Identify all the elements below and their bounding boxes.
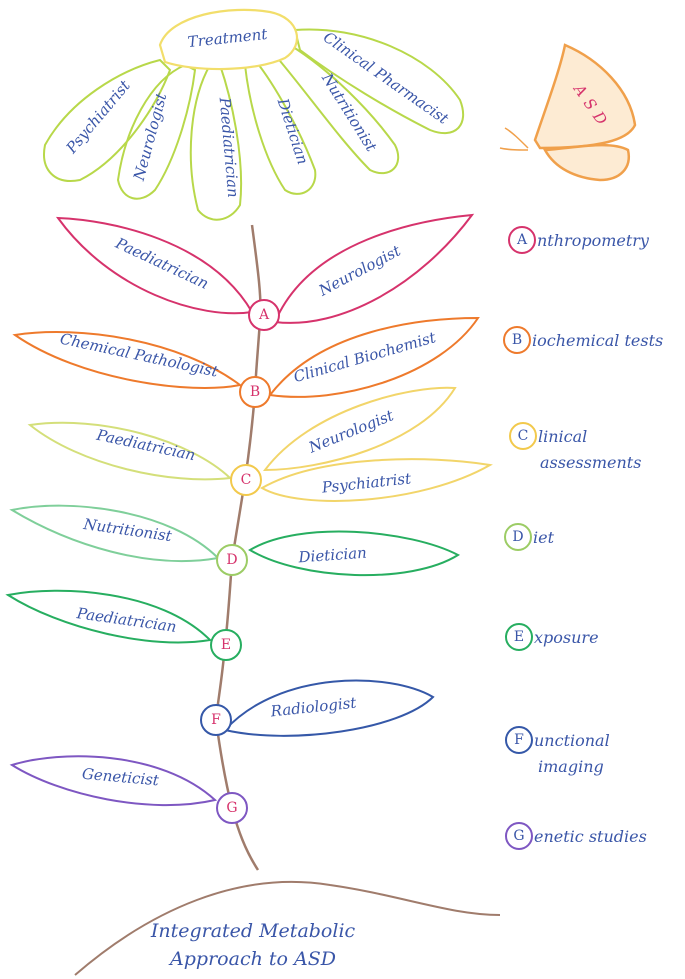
- legend-d-letter: D: [512, 529, 523, 545]
- petal-nutritionist: [273, 43, 400, 175]
- legend-f-text-2: imaging: [538, 757, 604, 776]
- legend-item-d: D iet: [504, 523, 555, 551]
- legend-e-letter: E: [514, 629, 524, 645]
- ground-label-line2: Approach to ASD: [168, 948, 336, 970]
- node-b-letter: B: [250, 384, 260, 400]
- node-d-letter: D: [226, 552, 237, 568]
- node-g-letter: G: [226, 800, 237, 816]
- legend-c-text: linical: [538, 427, 587, 446]
- leaf-c-right-upper: [262, 386, 457, 472]
- leaf-d-left-label: Nutritionist: [81, 515, 173, 545]
- butterfly-antenna: [499, 127, 529, 151]
- leaf-c-right-upper-label: Neurologist: [305, 406, 397, 457]
- leaf-a-left-label: Paediatrician: [112, 234, 211, 293]
- petal-paediatrician: [189, 64, 243, 221]
- leaf-b-left-label: Chemical Pathologist: [58, 330, 220, 381]
- legend-a-letter: A: [516, 232, 528, 248]
- legend-g-letter: G: [513, 828, 524, 844]
- legend-c-letter: C: [518, 428, 529, 444]
- leaf-e-left: [5, 589, 213, 644]
- legend-g-text: enetic studies: [534, 827, 647, 846]
- flower-center: [158, 8, 299, 71]
- legend-item-f: F unctional imaging: [505, 726, 610, 776]
- leaf-g-left: [9, 755, 218, 807]
- legend-e-text: xposure: [534, 628, 599, 647]
- node-f: F: [200, 704, 232, 736]
- petal-clinical-pharmacist: [293, 28, 465, 135]
- legend-item-b: B iochemical tests: [503, 326, 663, 354]
- leaf-c-left: [27, 421, 233, 481]
- petal-label-dietician: Dietician: [273, 95, 312, 166]
- legend: A nthropometry B iochemical tests C lini…: [503, 226, 663, 850]
- leaf-c-right-lower: [259, 458, 493, 502]
- ground-label-line1: Integrated Metabolic: [150, 920, 356, 942]
- node-c-letter: C: [241, 472, 252, 488]
- legend-item-a: A nthropometry: [508, 226, 650, 254]
- node-c: C: [230, 464, 262, 496]
- legend-item-g: G enetic studies: [505, 822, 647, 850]
- legend-c-text-2: assessments: [540, 453, 641, 472]
- butterfly-lower-wing: [542, 143, 631, 182]
- node-g: G: [216, 792, 248, 824]
- node-a-letter: A: [258, 307, 270, 323]
- petal-label-neurologist: Neurologist: [130, 90, 171, 183]
- node-e: E: [210, 629, 242, 661]
- leaf-g-left-label: Geneticist: [81, 765, 160, 790]
- legend-item-e: E xposure: [505, 623, 599, 651]
- leaf-c-left-label: Paediatrician: [94, 426, 197, 465]
- legend-b-letter: B: [512, 332, 522, 348]
- legend-f-letter: F: [514, 732, 524, 748]
- petal-dietician: [243, 58, 317, 195]
- leaf-d-right: [248, 530, 461, 577]
- node-a: A: [248, 299, 280, 331]
- leaf-b-left: [12, 331, 243, 389]
- node-e-letter: E: [221, 637, 231, 653]
- flower-petals: [43, 28, 465, 221]
- butterfly: ASD: [499, 43, 637, 182]
- ground-hill: [74, 880, 501, 976]
- legend-item-c: C linical assessments: [509, 422, 641, 472]
- legend-b-text: iochemical tests: [532, 331, 663, 350]
- node-b: B: [239, 376, 271, 408]
- node-d: D: [216, 544, 248, 576]
- legend-d-text: iet: [533, 528, 555, 547]
- petal-label-nutritionist: Nutritionist: [318, 69, 381, 156]
- petal-psychiatrist: [43, 58, 172, 182]
- legend-f-text: unctional: [534, 731, 610, 750]
- leaf-f-right-label: Radiologist: [269, 693, 358, 720]
- petal-label-paediatrician: Paediatrician: [216, 96, 243, 199]
- petal-neurologist: [116, 63, 197, 200]
- leaf-d-right-label: Dietician: [297, 544, 367, 567]
- legend-a-text: nthropometry: [537, 231, 650, 250]
- leaf-c-right-lower-label: Psychiatrist: [320, 469, 413, 496]
- node-f-letter: F: [211, 712, 221, 728]
